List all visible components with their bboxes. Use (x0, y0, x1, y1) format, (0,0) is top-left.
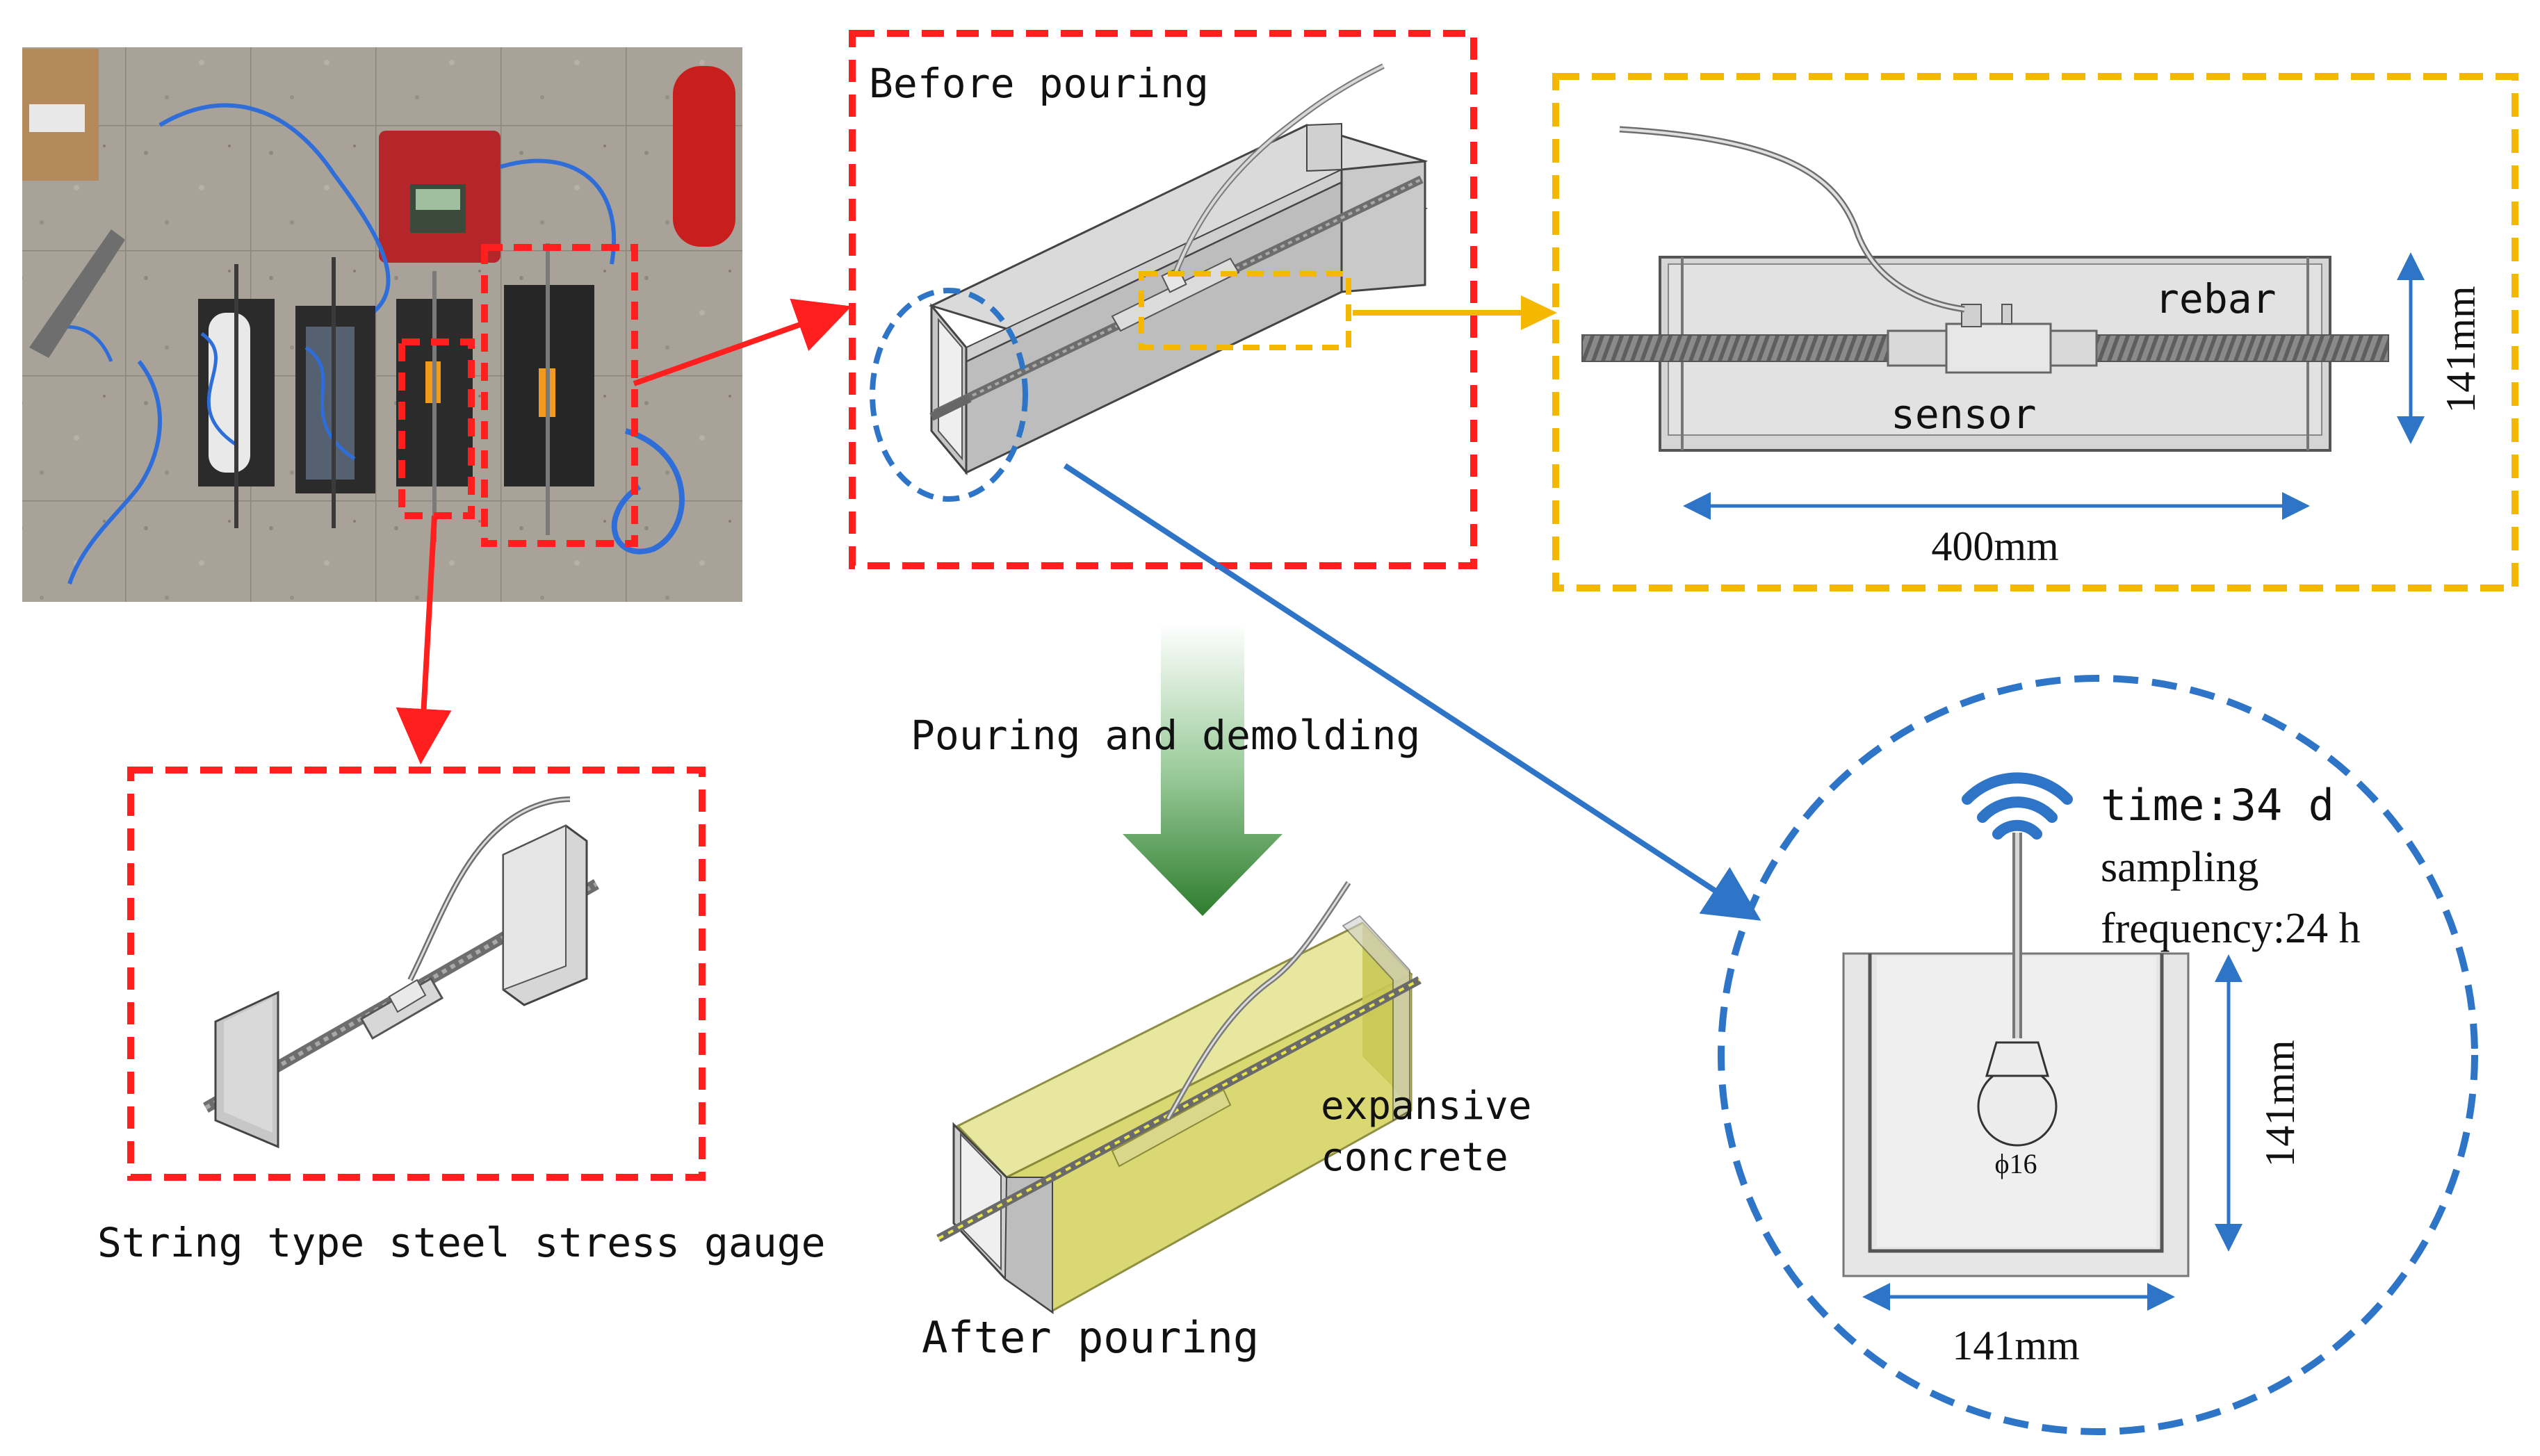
after-pouring-label: After pouring (922, 1312, 1259, 1363)
specimen-photo (22, 47, 742, 602)
photo-highlight-mold (481, 244, 638, 547)
mold-box-drawing (928, 63, 1428, 476)
side-view-sensor (1887, 304, 2098, 374)
gauge-caption: String type steel stress gauge (97, 1219, 826, 1266)
photo-highlight-gauge (398, 338, 475, 519)
section-height-label: 141mm (2257, 1040, 2303, 1167)
arrow-to-side-view (1353, 295, 1557, 330)
fire-extinguisher (673, 66, 735, 247)
before-pouring-panel: Before pouring (849, 30, 1477, 569)
pouring-step: Pouring and demolding (911, 624, 1420, 916)
arrow-photo-to-gauge (396, 515, 452, 764)
sensor-highlight-box (1139, 271, 1351, 350)
before-pouring-label: Before pouring (869, 60, 1209, 107)
wireless-signal-icon (1962, 772, 2073, 840)
expansive-label-line2: concrete (1321, 1135, 1508, 1180)
section-width-label: 141mm (1952, 1323, 2079, 1368)
gauge-drawing (203, 796, 599, 1149)
after-pouring-drawing: expansive concrete After pouring (922, 881, 1531, 1363)
side-view-height-label: 141mm (2438, 286, 2484, 413)
cross-section-panel: ϕ16 time:34 d sampling frequency:24 h 14… (1718, 675, 2478, 1435)
sampling-label: sampling (2101, 844, 2258, 891)
rebar-section (1977, 1066, 2058, 1147)
expansive-label-line1: expansive (1321, 1083, 1531, 1129)
rebar-label: rebar (2155, 275, 2277, 322)
time-label: time:34 d (2101, 780, 2334, 831)
gauge-panel: String type steel stress gauge (97, 767, 826, 1266)
trowel (29, 229, 125, 358)
pouring-demolding-label: Pouring and demolding (911, 712, 1420, 759)
steel-molds (198, 243, 594, 542)
arrow-photo-to-before (633, 298, 852, 386)
frequency-label: frequency:24 h (2101, 905, 2361, 952)
end-highlight-ellipse (870, 288, 1028, 502)
arrow-to-cross-section (1063, 463, 1761, 921)
sensor-label: sensor (1891, 391, 2037, 438)
side-view-panel: rebar sensor 141mm 400mm (1552, 73, 2518, 591)
data-logger (379, 131, 500, 263)
diameter-label: ϕ16 (1994, 1148, 2037, 1179)
down-arrow (1123, 624, 1283, 916)
side-view-length-label: 400mm (1931, 523, 2058, 569)
